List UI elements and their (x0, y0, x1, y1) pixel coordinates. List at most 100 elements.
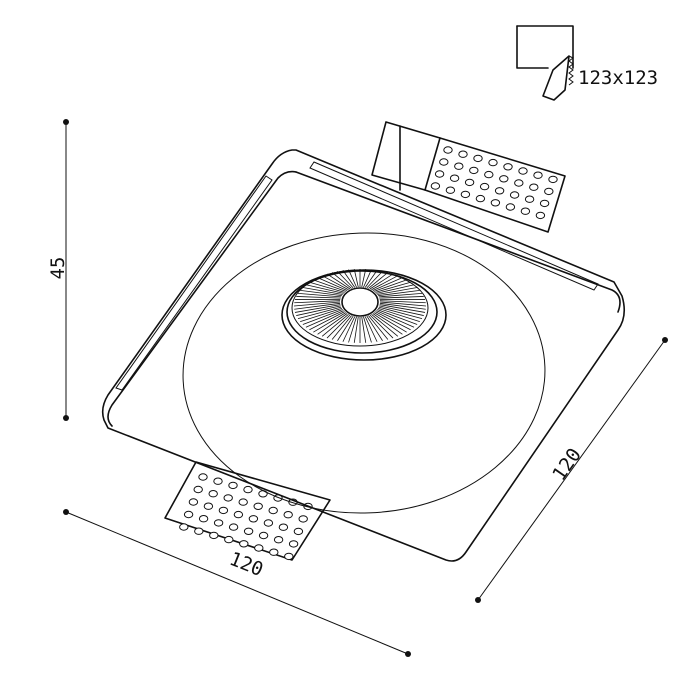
ring-ray (369, 273, 394, 290)
ring-ray (374, 279, 407, 292)
ring-ray (373, 312, 407, 333)
ring-ray (294, 302, 341, 310)
mounting-hole (524, 195, 535, 203)
ring-ray (376, 310, 415, 328)
ring-ray (366, 315, 383, 341)
ring-ray (363, 269, 372, 288)
mounting-hole (473, 154, 483, 163)
mounting-hole (505, 203, 516, 211)
ring-ray (302, 309, 343, 325)
width-dimension (63, 509, 411, 657)
ring-ray (379, 296, 424, 299)
mounting-hole (529, 183, 539, 191)
ring-ray (331, 272, 352, 289)
ring-ray (342, 316, 356, 342)
mounting-hole (539, 199, 550, 208)
mounting-hole (449, 174, 460, 182)
ring-ray (321, 275, 349, 291)
ring-ray (296, 305, 341, 316)
ring-ray (326, 273, 351, 290)
mounting-hole (298, 515, 308, 523)
mounting-hole (223, 494, 233, 502)
mounting-hole (520, 207, 531, 215)
ring-ray (313, 279, 346, 292)
mounting-hole (548, 175, 558, 184)
ring-ray (375, 281, 411, 293)
ring-ray (361, 269, 367, 288)
ring-ray (293, 301, 341, 307)
mounting-hole (203, 502, 214, 510)
mounting-hole (293, 527, 304, 536)
mounting-hole (490, 199, 501, 207)
mounting-hole (484, 170, 494, 179)
ring-ray (321, 313, 349, 337)
mounting-hole (248, 515, 259, 523)
ring-ray (372, 277, 403, 291)
depth-dimension (475, 337, 668, 603)
mounting-hole (183, 510, 194, 519)
ring-ray (300, 289, 342, 297)
mounting-hole (445, 186, 456, 194)
mounting-hole (535, 211, 546, 220)
ring-ray (361, 316, 367, 343)
ring-ray (368, 272, 389, 289)
mounting-hole (213, 477, 223, 485)
ring-ray (378, 289, 420, 297)
mounting-hole (188, 498, 199, 506)
mounting-hole (509, 191, 520, 199)
cutout-icon (516, 25, 574, 101)
ring-ray (305, 284, 344, 294)
width-label: 120 (226, 548, 266, 581)
ring-ray (331, 315, 352, 340)
mounting-hole (243, 485, 253, 494)
ring-ray (379, 305, 424, 316)
mounting-hole (269, 548, 279, 556)
mounting-hole (209, 531, 219, 540)
mounting-hole (218, 506, 229, 515)
ring-ray (302, 287, 343, 295)
mounting-hole (233, 510, 244, 519)
mounting-hole (278, 523, 289, 531)
mounting-hole (228, 523, 239, 531)
mounting-hole (198, 473, 208, 481)
ring-ray (371, 275, 399, 291)
ring-ray (317, 277, 348, 291)
mounting-hole (213, 519, 224, 527)
mounting-hole (288, 540, 299, 548)
ring-ray (379, 300, 426, 304)
mounting-hole (434, 170, 445, 178)
ring-ray (366, 270, 383, 289)
ring-ray (342, 270, 356, 288)
height-dimension (63, 119, 69, 421)
ring-ray (294, 300, 341, 304)
ring-ray (326, 314, 351, 339)
ring-ray (379, 301, 427, 307)
mounting-hole (258, 531, 269, 540)
mounting-hole (228, 481, 238, 490)
mounting-hole (284, 552, 294, 561)
ring-ray (368, 315, 389, 340)
mounting-hole (469, 166, 479, 175)
square-plate (101, 149, 626, 562)
mounting-hole (533, 171, 543, 179)
mounting-hole (479, 182, 490, 191)
ring-ray (337, 270, 354, 289)
mounting-hole (430, 182, 441, 190)
ring-ray (294, 304, 341, 313)
mounting-hole (518, 167, 528, 175)
ring-ray (297, 306, 342, 320)
mounting-hole (544, 187, 554, 196)
mounting-hole (458, 150, 468, 158)
mounting-hole (464, 178, 475, 187)
ring-ray (377, 287, 418, 295)
mounting-hole (499, 175, 509, 183)
ring-ray (309, 281, 345, 293)
ring-ray (378, 306, 423, 320)
ring-ray (377, 309, 418, 325)
lamp-ring (281, 269, 447, 361)
mounting-hole (443, 146, 453, 154)
ring-ray (309, 311, 345, 331)
mounting-hole (208, 490, 218, 498)
mounting-hole (254, 544, 264, 552)
